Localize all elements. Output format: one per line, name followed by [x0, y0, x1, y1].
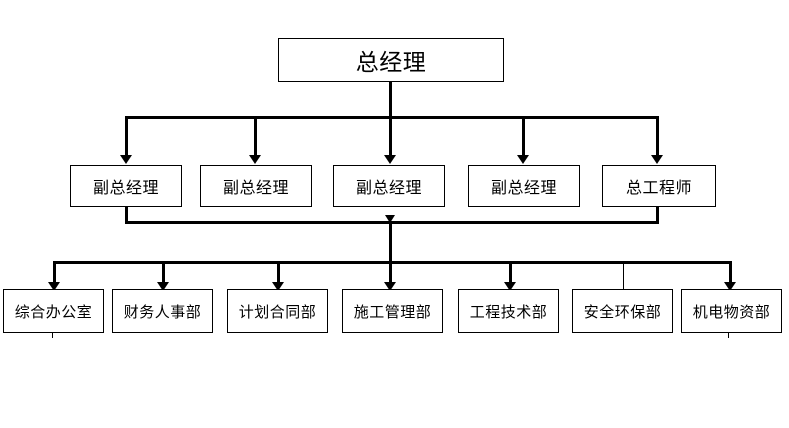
connector-drop-dgm4 — [522, 116, 525, 158]
arrowhead-dept1 — [48, 282, 60, 291]
node-deputy-gm-1[interactable]: 副总经理 — [70, 165, 182, 207]
arrowhead-dept2 — [157, 282, 169, 291]
connector-stub-dept7-bottom — [728, 333, 729, 338]
node-dept-safety-environment[interactable]: 安全环保部 — [572, 289, 673, 333]
arrowhead-dgm2 — [249, 155, 261, 164]
node-deputy-gm-4[interactable]: 副总经理 — [468, 165, 580, 207]
node-dept-construction-management[interactable]: 施工管理部 — [342, 289, 443, 333]
connector-dgm1-stub — [125, 207, 128, 223]
node-dept-finance-hr[interactable]: 财务人事部 — [112, 289, 213, 333]
connector-drop-dept1 — [53, 261, 56, 285]
connector-drop-dept6 — [623, 261, 624, 289]
arrowhead-mid-top — [385, 215, 395, 223]
node-dept-electromechanical-materials[interactable]: 机电物资部 — [681, 289, 782, 333]
node-dept-planning-contract[interactable]: 计划合同部 — [227, 289, 328, 333]
arrowhead-dept5 — [504, 282, 516, 291]
node-deputy-gm-2[interactable]: 副总经理 — [200, 165, 312, 207]
connector-drop-dgm1 — [125, 116, 128, 158]
node-dept-engineering-technology[interactable]: 工程技术部 — [458, 289, 559, 333]
connector-mid-trunk — [389, 221, 392, 263]
connector-drop-dept3 — [277, 261, 280, 285]
arrowhead-dept7 — [724, 282, 736, 291]
arrowhead-dgm1 — [120, 155, 132, 164]
connector-drop-dept7 — [729, 261, 732, 285]
connector-gm-trunk — [389, 82, 392, 119]
node-deputy-gm-3[interactable]: 副总经理 — [333, 165, 445, 207]
connector-drop-dept4 — [389, 261, 392, 285]
connector-level2-bus — [125, 116, 659, 119]
node-general-manager[interactable]: 总经理 — [278, 38, 504, 82]
connector-drop-dgm3 — [389, 116, 392, 158]
connector-drop-ce — [656, 116, 659, 158]
arrowhead-dgm4 — [517, 155, 529, 164]
connector-stub-dept1-bottom — [52, 333, 53, 338]
connector-level3-bus — [53, 261, 731, 264]
node-dept-general-office[interactable]: 综合办公室 — [3, 289, 104, 333]
arrowhead-dept4 — [384, 282, 396, 291]
connector-drop-dgm2 — [254, 116, 257, 158]
arrowhead-ce — [651, 155, 663, 164]
arrowhead-dgm3 — [384, 155, 396, 164]
connector-drop-dept5 — [509, 261, 512, 285]
arrowhead-dept3 — [272, 282, 284, 291]
node-chief-engineer[interactable]: 总工程师 — [602, 165, 716, 207]
connector-ce-stub — [656, 207, 659, 223]
connector-drop-dept2 — [162, 261, 165, 285]
